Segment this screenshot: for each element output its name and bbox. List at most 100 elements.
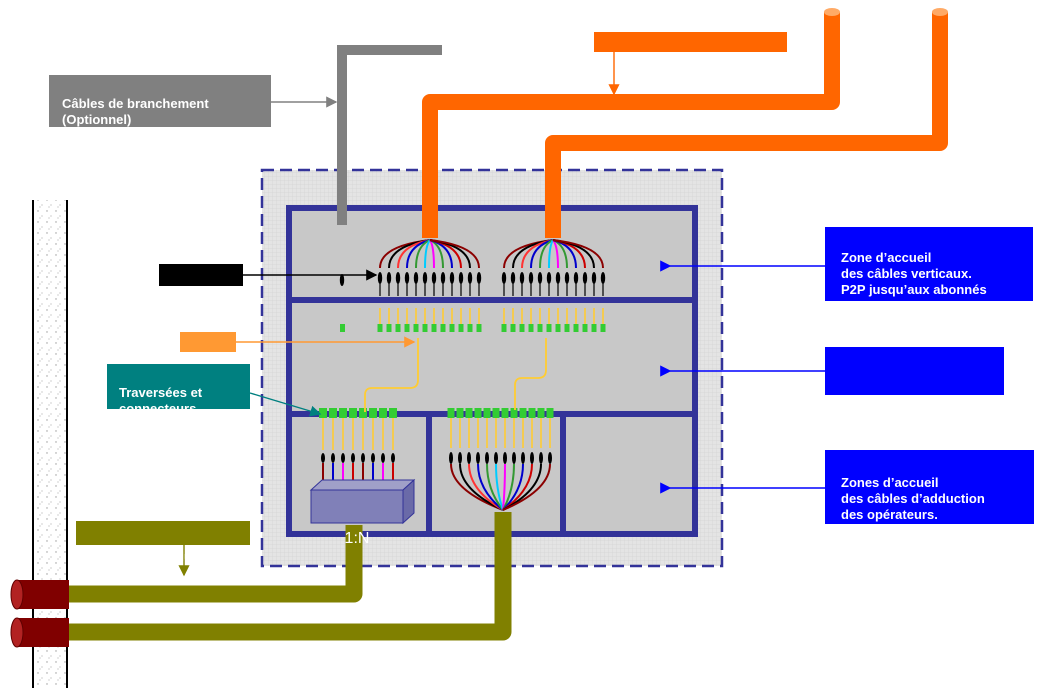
connector <box>369 408 377 418</box>
splice-icon <box>582 272 588 284</box>
splice-icon <box>467 272 473 284</box>
connector <box>492 408 500 418</box>
splice-icon <box>404 272 410 284</box>
zone-patching-box: Zone de brassage <box>825 347 1004 426</box>
pigtail-label: Pigtail <box>180 332 236 369</box>
splice-icon <box>555 272 561 284</box>
splice-icon <box>591 272 597 284</box>
splice-icon <box>440 272 446 284</box>
connector <box>555 324 561 332</box>
connector <box>519 408 527 418</box>
splitter-label-text: 1:N <box>344 530 370 547</box>
fiber-strand <box>429 239 480 269</box>
branch-cable <box>337 45 442 225</box>
splitter-icon <box>309 478 416 525</box>
fiber-strand <box>486 463 504 511</box>
connector <box>501 324 507 332</box>
label-arrows <box>178 52 825 577</box>
connector <box>600 324 606 332</box>
vertical-cables <box>422 8 948 238</box>
splice-icon <box>530 452 534 464</box>
splice-icon <box>467 452 471 464</box>
splice-icon <box>519 272 525 284</box>
splice-icon <box>494 452 498 464</box>
connector <box>440 324 446 332</box>
connector <box>476 324 482 332</box>
splice-icon <box>395 272 401 284</box>
splice-icon <box>371 453 375 463</box>
pigtail-routes <box>364 338 547 412</box>
splice-icon <box>546 272 552 284</box>
splice-icon <box>528 272 534 284</box>
zone-operator-reception-box: Zones d’accueil des câbles d’adduction d… <box>825 450 1034 524</box>
connector <box>519 324 525 332</box>
splice-icon <box>422 272 428 284</box>
fiber-strand <box>424 239 431 269</box>
splice-icon <box>539 452 543 464</box>
splice-icon <box>381 453 385 463</box>
splice-icon <box>341 453 345 463</box>
connector <box>528 324 534 332</box>
connector <box>340 324 345 332</box>
vertical-cables-label: Câbles verticaux <box>594 32 787 69</box>
zone-vertical-reception-text: Zone d’accueil des câbles verticaux. P2P… <box>841 250 987 297</box>
connector <box>573 324 579 332</box>
splice-icon <box>449 272 455 284</box>
connector <box>431 324 437 332</box>
connector <box>465 408 473 418</box>
connector <box>329 408 337 418</box>
connector <box>404 324 410 332</box>
connector <box>379 408 387 418</box>
connector <box>413 324 419 332</box>
splice-icon <box>431 272 437 284</box>
connector <box>422 324 428 332</box>
splice-icon <box>548 452 552 464</box>
connector <box>510 408 518 418</box>
connector <box>449 324 455 332</box>
splice-icon <box>361 453 365 463</box>
fiber-fan-icon <box>319 239 606 511</box>
splice-icon <box>476 272 482 284</box>
connector <box>591 324 597 332</box>
splice-icon <box>564 272 570 284</box>
adduction-cables-label: Câbles d’adduction <box>76 521 250 564</box>
zone-patching-text: Zone de brassage <box>842 411 953 426</box>
fiber-strand <box>539 239 554 269</box>
feedthroughs-label-text: Traversées et connecteurs <box>119 385 203 416</box>
fiber-strand <box>415 239 431 269</box>
connector <box>339 408 347 418</box>
splice-icon <box>377 272 383 284</box>
connector <box>582 324 588 332</box>
splice-icon <box>339 274 345 286</box>
fiber-strand <box>495 463 504 511</box>
splice-icon <box>521 452 525 464</box>
vertical-cables-label-text: Câbles verticaux <box>638 54 743 69</box>
splice-label: Épissure <box>159 264 243 304</box>
zone-operator-reception-text: Zones d’accueil des câbles d’adduction d… <box>841 475 985 522</box>
fiber-strand <box>477 463 504 511</box>
splice-icon <box>501 272 507 284</box>
connector <box>447 408 455 418</box>
connector <box>389 408 397 418</box>
fiber-strand <box>502 463 506 511</box>
splice-icon <box>351 453 355 463</box>
connector <box>501 408 509 418</box>
fiber-strand <box>548 239 554 269</box>
splice-icon <box>321 453 325 463</box>
splice-icon <box>458 272 464 284</box>
connector <box>537 408 545 418</box>
connector <box>456 408 464 418</box>
connector <box>359 408 367 418</box>
branch-cables-label-text: Câbles de branchement (Optionnel) <box>62 96 209 127</box>
splice-label-text: Épissure <box>173 289 229 304</box>
connector <box>458 324 464 332</box>
splice-icon <box>391 453 395 463</box>
building-wall <box>33 200 67 688</box>
splitter-label: 1:N <box>311 491 403 547</box>
connector <box>349 408 357 418</box>
connector <box>528 408 536 418</box>
branch-cables-label: Câbles de branchement (Optionnel) <box>49 75 271 127</box>
connector <box>546 324 552 332</box>
splice-icon <box>512 452 516 464</box>
